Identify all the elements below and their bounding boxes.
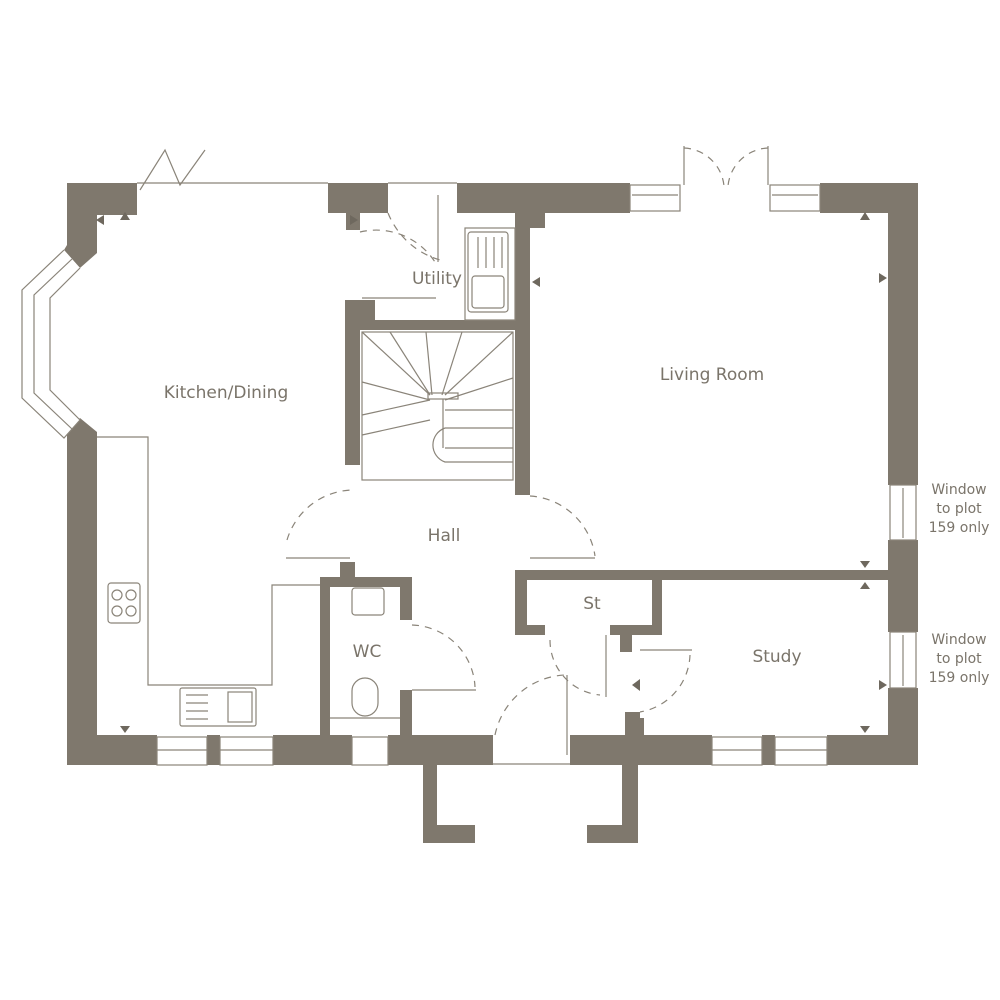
window-note-living: Window to plot 159 only xyxy=(924,481,994,538)
window-note-study: Window to plot 159 only xyxy=(924,631,994,688)
windows xyxy=(21,184,917,766)
note-line: to plot xyxy=(936,651,982,667)
fixtures xyxy=(97,227,516,727)
staircase xyxy=(361,331,514,481)
utility-sink-icon xyxy=(467,231,509,313)
room-label-kitchen-dining: Kitchen/Dining xyxy=(163,383,289,403)
dimension-markers xyxy=(96,212,887,733)
note-line: Window xyxy=(931,632,987,648)
walls xyxy=(64,183,918,843)
room-label-study: Study xyxy=(752,647,802,667)
basin-icon xyxy=(351,587,385,616)
room-label-utility: Utility xyxy=(411,269,463,289)
note-line: Window xyxy=(931,482,987,498)
kitchen-sink-icon xyxy=(179,687,257,727)
note-line: 159 only xyxy=(928,670,990,686)
room-label-store: St xyxy=(583,594,601,614)
doors xyxy=(137,146,769,765)
hob-icon xyxy=(107,582,141,624)
room-label-living-room: Living Room xyxy=(659,365,765,385)
toilet-icon xyxy=(351,677,379,717)
note-line: 159 only xyxy=(928,520,990,536)
note-line: to plot xyxy=(936,501,982,517)
room-label-wc: WC xyxy=(352,642,382,662)
room-label-hall: Hall xyxy=(427,526,461,546)
